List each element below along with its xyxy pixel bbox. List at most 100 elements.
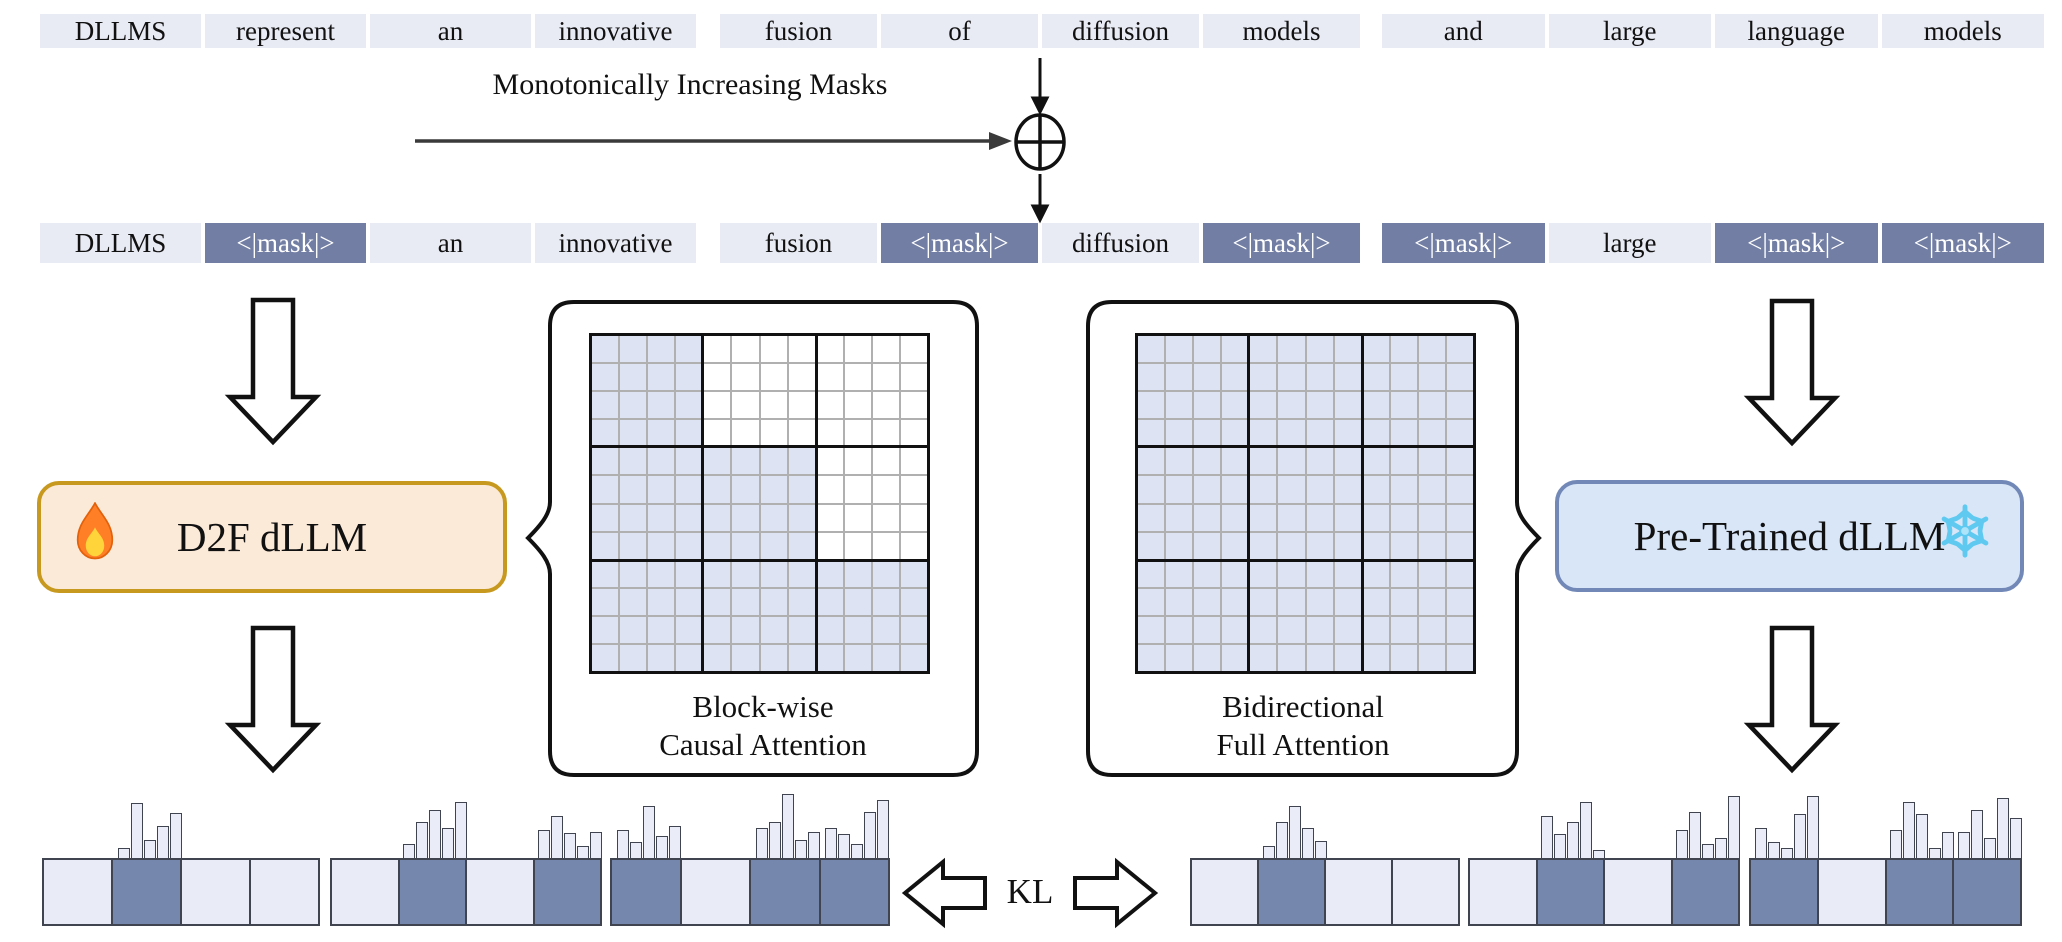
attention-cell [1390,364,1417,391]
attention-cell [900,476,927,503]
attention-cell [816,336,843,363]
down-arrow-icon [1743,298,1841,447]
attention-cell [900,588,927,615]
attention-cell [816,420,843,447]
attention-cell [1306,364,1333,391]
attention-cell [872,588,899,615]
attention-cell [592,420,619,447]
attention-cell [900,336,927,363]
attention-cell [1334,476,1361,503]
attention-cell [732,364,759,391]
token-cell [679,858,751,926]
masked-token-cell [1749,858,1819,926]
prob-bar [825,828,838,858]
attention-cell [1166,336,1193,363]
attention-cell [592,504,619,531]
attention-cell [1194,616,1221,643]
attention-cell [760,504,787,531]
attention-cell [1138,336,1165,363]
attention-cell [872,644,899,671]
attention-cell [900,644,927,671]
probability-histogram [1890,793,1955,858]
attention-cell [1362,420,1389,447]
prob-bar [117,848,130,858]
attention-cell [788,448,815,475]
right-attention-label: Bidirectional Full Attention [1093,688,1513,764]
attention-cell [620,504,647,531]
attention-cell [844,588,871,615]
attention-cell [1278,336,1305,363]
attention-cell [1194,476,1221,503]
attention-cell [732,616,759,643]
token: DLLMS [40,14,201,48]
masked-token-cell [1670,858,1740,926]
attention-cell [788,392,815,419]
attention-cell [1194,560,1221,587]
probability-histogram [1676,793,1741,858]
attention-cell [1306,504,1333,531]
token: DLLMS [40,223,201,263]
attention-cell [1278,448,1305,475]
attention-cell [1166,616,1193,643]
attention-cell [1390,336,1417,363]
mask-token: <|mask|> [1382,223,1545,263]
attention-cell [1138,560,1165,587]
masked-token-cell [818,858,890,926]
prob-bar [551,816,564,858]
attention-cell [1306,476,1333,503]
attention-cell [1418,420,1445,447]
attention-cell [1194,588,1221,615]
attention-cell [1446,588,1473,615]
attention-cell [1222,616,1249,643]
attention-cell [732,420,759,447]
attention-cell [704,560,731,587]
probability-histogram [616,793,681,858]
prob-bar [1942,832,1955,858]
prob-bar [755,828,768,858]
token-cell [180,858,251,926]
prob-bar [2010,818,2023,858]
prob-bar [768,822,781,858]
attention-cell [1250,616,1277,643]
attention-cell [676,588,703,615]
token: models [1203,14,1360,48]
attention-cell [760,532,787,559]
prob-bar [1767,842,1780,858]
attention-cell [1362,588,1389,615]
prob-bar [1541,816,1554,858]
token-group: <|mask|>large<|mask|><|mask|> [1382,223,2044,263]
attention-cell [760,392,787,419]
attention-cell [592,560,619,587]
token: diffusion [1042,223,1199,263]
attention-cell [1222,560,1249,587]
attention-cell [816,504,843,531]
attention-cell [1390,588,1417,615]
prob-bar [403,844,416,858]
attention-cell [1446,532,1473,559]
attention-cell [844,392,871,419]
token: an [370,223,531,263]
prob-bar [1580,802,1593,858]
attention-cell [1306,616,1333,643]
attention-cell [1166,588,1193,615]
down-arrow-icon [1743,625,1841,774]
attention-cell [1222,336,1249,363]
attention-cell [1418,336,1445,363]
token: large [1548,223,1711,263]
attention-cell [872,476,899,503]
attention-cell [1250,420,1277,447]
attention-cell [1250,336,1277,363]
prob-bar [877,800,890,858]
prob-bar [1890,830,1903,858]
pretrained-dllm-box: Pre-Trained dLLM [1555,480,2024,592]
attention-cell [900,616,927,643]
attention-cell [844,616,871,643]
prob-bar [668,826,681,858]
mask-token: <|mask|> [881,223,1038,263]
attention-cell [1138,476,1165,503]
token-cell [42,858,113,926]
attention-cell [1166,392,1193,419]
attention-cell [592,364,619,391]
attention-cell [1278,532,1305,559]
